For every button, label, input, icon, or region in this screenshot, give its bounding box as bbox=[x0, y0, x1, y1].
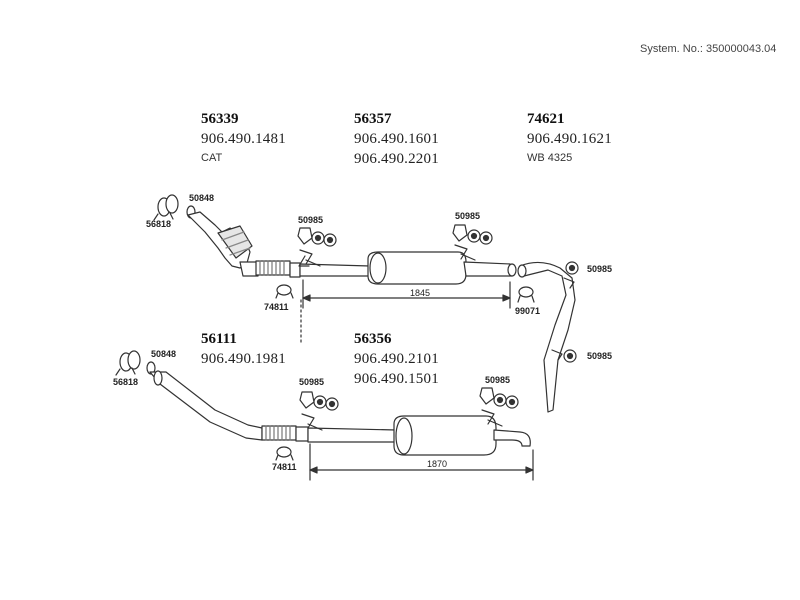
tail-mount-bottom-icon bbox=[551, 349, 577, 363]
upper-pipe-clamp-icon bbox=[275, 284, 294, 299]
oe-number: 906.490.1601 bbox=[354, 131, 439, 147]
part-number-56339: 56339 bbox=[201, 111, 239, 127]
upper-middle-silencer-icon bbox=[289, 251, 517, 285]
label-pipe-clamp-lower: 74811 bbox=[272, 462, 297, 472]
label-clamp-lower: 56818 bbox=[113, 377, 139, 387]
lower-front-pipe-icon bbox=[149, 370, 263, 441]
oe-number: 906.490.2101 bbox=[354, 351, 439, 367]
label-gasket-upper: 50848 bbox=[189, 193, 215, 203]
label-clamp-upper: 56818 bbox=[146, 219, 172, 229]
dimension-lower: 1870 bbox=[427, 459, 448, 469]
oe-number: 906.490.1481 bbox=[201, 131, 286, 147]
part-number-74621: 74621 bbox=[527, 111, 565, 127]
label-mount-upper-left: 50985 bbox=[298, 215, 324, 225]
dimension-upper: 1845 bbox=[410, 288, 431, 298]
lower-left-mounts-icon bbox=[299, 391, 339, 431]
oe-number: 906.490.1981 bbox=[201, 351, 286, 367]
lower-gasket-clamp-icon bbox=[115, 350, 156, 376]
upper-dimension-line bbox=[302, 279, 511, 309]
oe-number: 906.490.1621 bbox=[527, 131, 612, 147]
upper-left-mounts-icon bbox=[297, 227, 337, 267]
part-number-56357: 56357 bbox=[354, 111, 392, 127]
oe-number: 906.490.1501 bbox=[354, 371, 439, 387]
label-tail-mount-bottom: 50985 bbox=[587, 351, 613, 361]
system-number: System. No.: 350000043.04 bbox=[640, 43, 777, 55]
lower-rear-silencer-icon bbox=[295, 415, 531, 456]
label-pipe-clamp-upper: 74811 bbox=[264, 302, 289, 312]
tailpipe-icon bbox=[517, 261, 576, 413]
catalytic-converter-icon bbox=[187, 211, 259, 277]
upper-gasket-clamp-icon bbox=[153, 194, 196, 221]
lower-pipe-clamp-icon bbox=[275, 446, 294, 461]
label-tail-mount-top: 50985 bbox=[587, 264, 613, 274]
label-gasket-lower: 50848 bbox=[151, 349, 177, 359]
label-mount-lower-left: 50985 bbox=[299, 377, 325, 387]
upper-mid-mounts-icon bbox=[452, 224, 493, 261]
lower-dimension-line bbox=[309, 443, 534, 481]
part-number-56356: 56356 bbox=[354, 331, 392, 347]
part-note-cat: CAT bbox=[201, 152, 223, 164]
lower-flex-pipe-icon bbox=[261, 425, 297, 441]
part-note-wb: WB 4325 bbox=[527, 152, 573, 164]
label-tail-clamp: 99071 bbox=[515, 306, 541, 316]
tail-mount-top-icon bbox=[563, 261, 579, 289]
oe-number: 906.490.2201 bbox=[354, 151, 439, 167]
label-mount-lower-mid: 50985 bbox=[485, 375, 511, 385]
upper-tail-clamp-icon bbox=[517, 286, 535, 303]
label-mount-upper-mid: 50985 bbox=[455, 211, 481, 221]
upper-flex-pipe-icon bbox=[255, 260, 291, 276]
part-number-56111: 56111 bbox=[201, 331, 237, 347]
lower-mid-mounts-icon bbox=[479, 387, 519, 427]
